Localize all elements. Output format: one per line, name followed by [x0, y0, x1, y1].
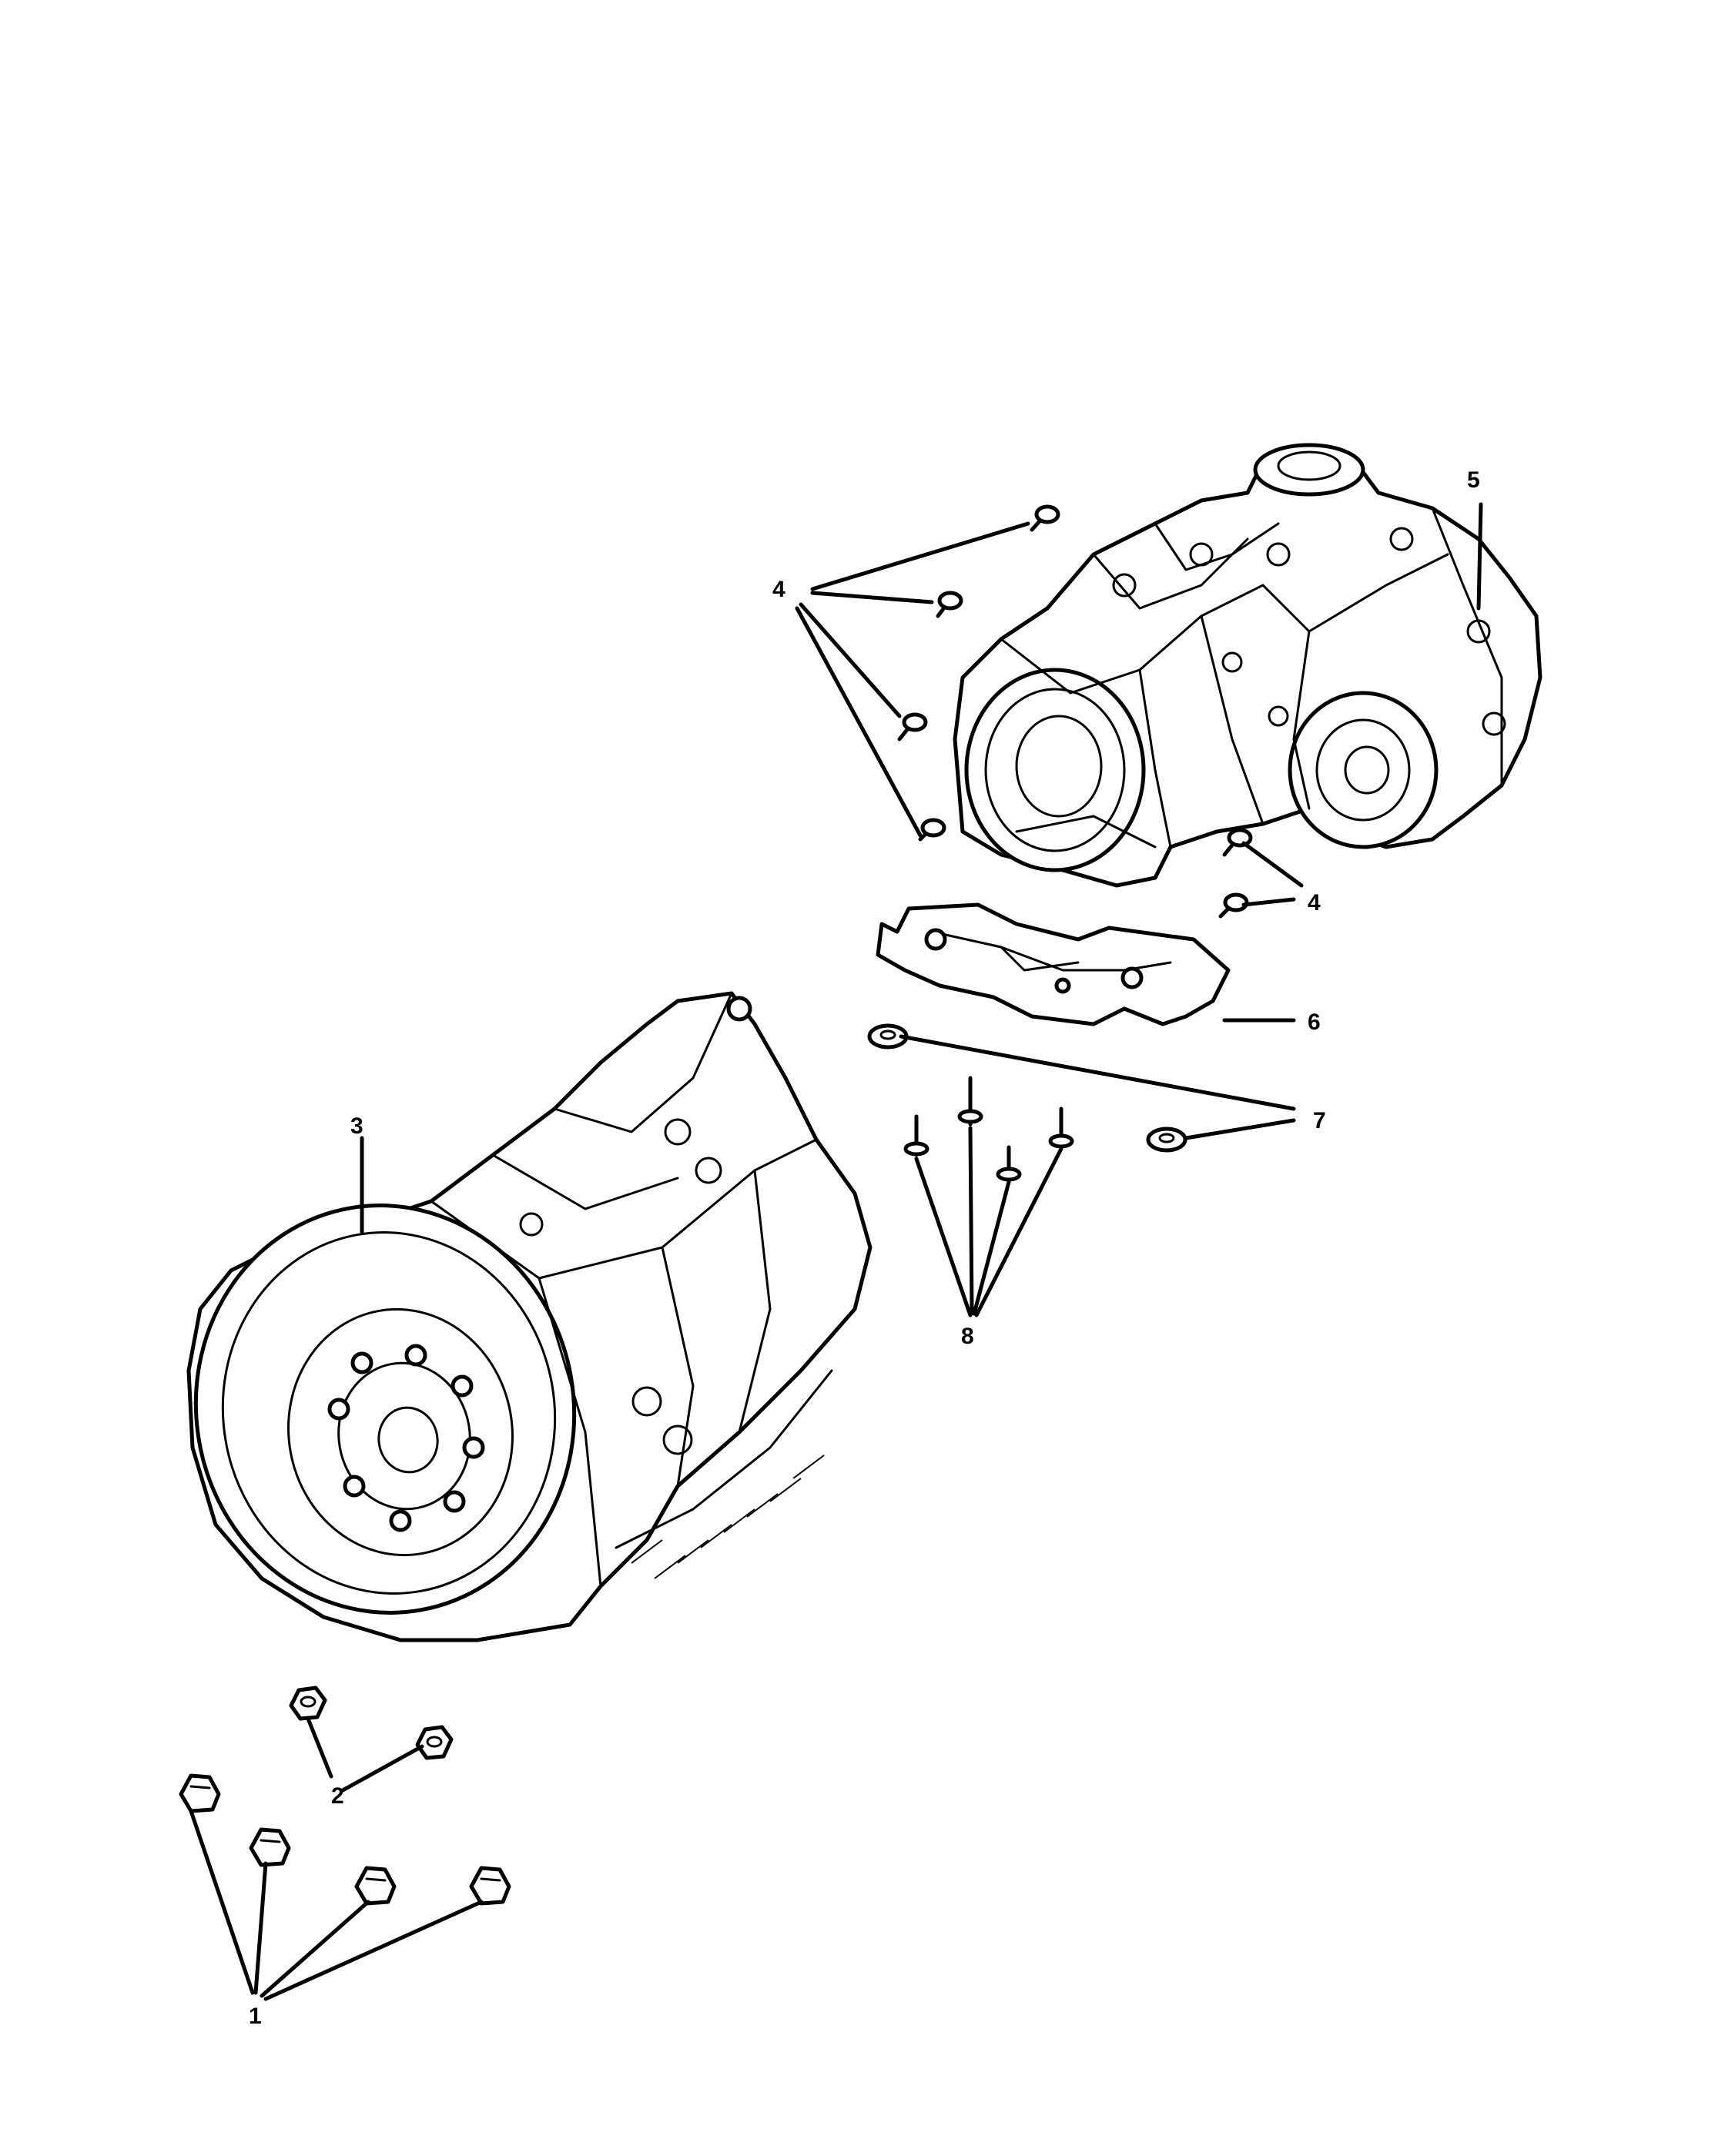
washer-7-lower	[1146, 1127, 1187, 1153]
bolt-4-second	[936, 591, 963, 618]
callout-7: 7	[1313, 1108, 1326, 1133]
cage-nut-1-c	[354, 1866, 397, 1906]
nut-2-left	[289, 1686, 327, 1721]
bolt-4-fifth	[1222, 828, 1253, 857]
bolt-4-fourth	[918, 818, 946, 842]
cage-nut-1-d	[469, 1866, 511, 1906]
stud-8-a	[903, 1114, 929, 1157]
bolt-4-sixth	[1218, 892, 1249, 919]
callout-5: 5	[1467, 467, 1480, 493]
cage-nut-1-a	[179, 1773, 221, 1813]
stud-8-c	[996, 1145, 1022, 1182]
callout-4-upper: 4	[772, 577, 785, 602]
insulator-shield	[876, 902, 1231, 1026]
callout-8: 8	[961, 1324, 974, 1349]
nut-2-right	[415, 1725, 454, 1760]
callout-2: 2	[331, 1783, 344, 1809]
stud-8-b	[957, 1076, 983, 1127]
callout-3: 3	[350, 1113, 363, 1139]
leader-lines	[189, 502, 1483, 2001]
callout-4-lower: 4	[1308, 890, 1321, 916]
callout-1: 1	[249, 2004, 262, 2029]
cage-nut-1-b	[249, 1827, 291, 1867]
callout-6: 6	[1308, 1009, 1321, 1035]
bolt-4-third	[897, 712, 928, 742]
stud-8-d	[1048, 1106, 1074, 1149]
transmission	[186, 991, 873, 1642]
transfer-case	[953, 443, 1542, 888]
bolt-4-top	[1030, 504, 1060, 532]
